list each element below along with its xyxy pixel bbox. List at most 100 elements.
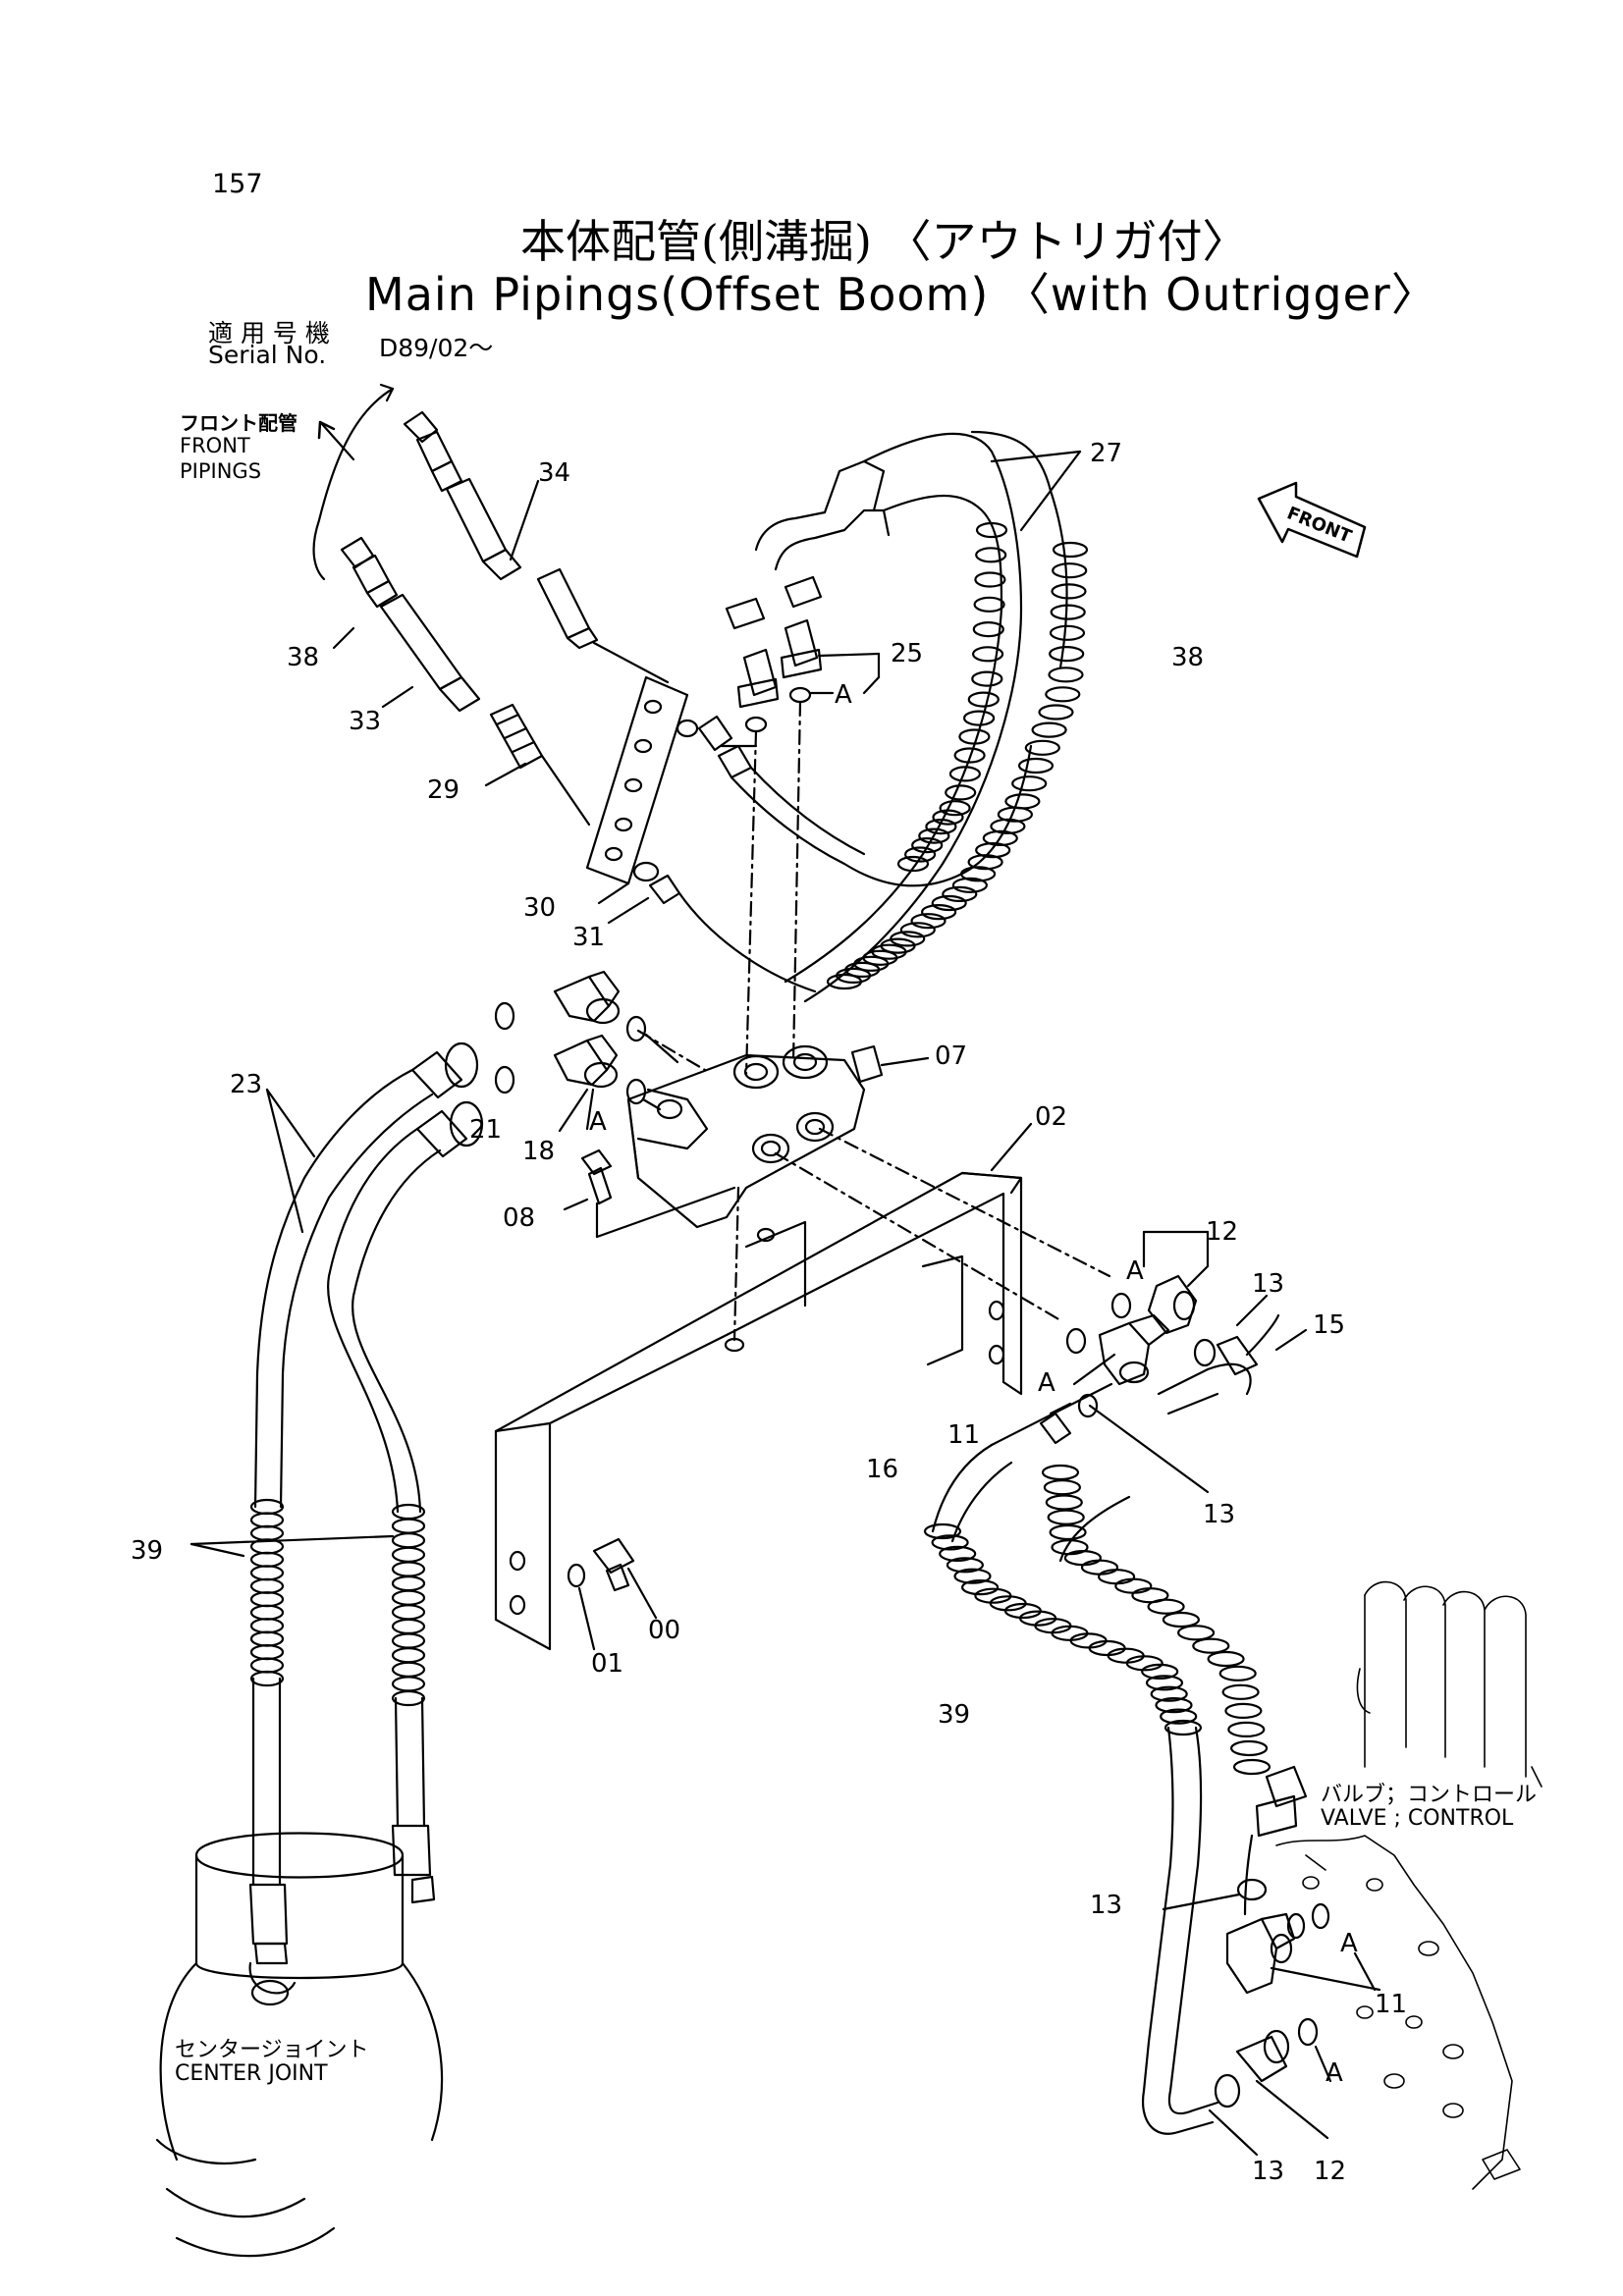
hose-rib (946, 1557, 985, 1574)
hose-rib (391, 1618, 426, 1635)
part-number-07: 07 (935, 1041, 968, 1071)
hose-rib (903, 846, 937, 863)
page-number: 157 (212, 169, 263, 199)
hose-rib (1052, 562, 1088, 579)
part-number-18: 18 (522, 1137, 556, 1166)
hose-rib (1114, 1577, 1153, 1594)
hose-rib (249, 1630, 285, 1647)
hose-rib (391, 1676, 426, 1692)
valve-control-label-en: VALVE ; CONTROL (1321, 1806, 1514, 1831)
hose-rib (931, 894, 967, 912)
hose-rib (1145, 1675, 1184, 1691)
hose-rib (931, 1534, 969, 1551)
hose-rib (391, 1575, 426, 1592)
part-number-13: 13 (1090, 1891, 1123, 1920)
hose-rib (1052, 541, 1089, 559)
hose-rib (975, 841, 1011, 859)
hose-rib (1011, 775, 1048, 792)
hose-rib (920, 903, 957, 921)
hose-rib (942, 885, 978, 903)
hose-rib (1207, 1650, 1245, 1668)
hose-rib (249, 1657, 285, 1674)
hose-rib (1097, 1569, 1136, 1585)
hose-rib (1224, 1702, 1263, 1720)
hose-rib (1043, 1479, 1082, 1496)
hose-rib (925, 818, 957, 835)
callout-a: A (1038, 1368, 1055, 1398)
part-number-30: 30 (523, 893, 557, 923)
hose-rib (1045, 1494, 1083, 1511)
hose-rib (1218, 1665, 1257, 1682)
hose-rib (1080, 1559, 1119, 1575)
front-pipings-label-en-2: PIPINGS (180, 459, 262, 483)
hose-rib (1227, 1721, 1266, 1738)
fittings-right (990, 1230, 1308, 1494)
hose-rib (1221, 1683, 1260, 1700)
hose-rib (1031, 721, 1067, 738)
fittings-25 (725, 575, 881, 733)
hose-rib (391, 1518, 426, 1534)
hose-rib (1049, 1523, 1087, 1541)
hose-33 (332, 536, 481, 713)
hose-rib (826, 973, 863, 990)
part-number-38: 38 (1171, 643, 1205, 672)
part-number-15: 15 (1313, 1310, 1346, 1340)
part-number-34: 34 (538, 458, 571, 488)
part-number-08: 08 (503, 1203, 536, 1233)
part-number-25: 25 (891, 639, 924, 668)
hose-rib (1050, 604, 1086, 620)
hose-39-lower (189, 1534, 432, 1965)
hose-rib (391, 1532, 426, 1549)
part-number-38: 38 (287, 643, 320, 672)
hose-rib (249, 1604, 285, 1621)
hose-rib (973, 596, 1005, 613)
part-number-12: 12 (1206, 1217, 1239, 1247)
hose-rib (960, 1578, 1000, 1596)
hose-rib (249, 1577, 285, 1594)
hose-rib (1051, 583, 1087, 600)
hose-rib (249, 1670, 285, 1687)
hose-rib (249, 1591, 285, 1608)
part-number-13: 13 (1252, 2157, 1285, 2186)
hose-rib (967, 691, 1000, 708)
hose-rib (1038, 704, 1074, 721)
hose-rib (971, 670, 1003, 687)
hose-rib (953, 747, 986, 764)
part-number-01: 01 (591, 1649, 624, 1679)
hose-rib (990, 818, 1026, 834)
hose-rib (1229, 1739, 1269, 1757)
elbows-18 (494, 970, 679, 1133)
hose-rib (249, 1551, 285, 1568)
part-number-11: 11 (1375, 1990, 1408, 2019)
part-number-00: 00 (648, 1616, 681, 1645)
hose-rib (1049, 645, 1085, 663)
hose-39-right (923, 1464, 1271, 1776)
hose-rib (1045, 686, 1081, 703)
part-number-33: 33 (349, 707, 382, 736)
part-number-23: 23 (230, 1070, 263, 1099)
control-valve (1275, 1580, 1542, 2190)
hose-rib (391, 1661, 426, 1678)
hose-rib (972, 620, 1004, 638)
callout-a: A (1126, 1256, 1144, 1286)
title-japanese: 本体配管(側溝掘) 〈アウトリガ付〉 (520, 215, 1248, 268)
hose-rib (958, 728, 991, 745)
hose-rib (1048, 667, 1084, 683)
part-number-39: 39 (131, 1536, 164, 1566)
center-joint-label-en: CENTER JOINT (175, 2061, 328, 2086)
part-number-13: 13 (1203, 1500, 1236, 1529)
hose-rib (391, 1546, 426, 1563)
hose-rib (249, 1643, 285, 1661)
part-number-31: 31 (572, 923, 606, 952)
hose-rib (962, 710, 996, 726)
bolt-00 (567, 1537, 658, 1651)
hose-rib (1176, 1625, 1216, 1641)
hose-rib (899, 922, 936, 938)
hose-lines-middle (677, 744, 1033, 993)
hose-rib (923, 1522, 962, 1540)
callout-a: A (1340, 1929, 1358, 1958)
hose-rib (249, 1565, 285, 1581)
hose-rib (1004, 793, 1041, 810)
hose-rib (1141, 1663, 1179, 1681)
